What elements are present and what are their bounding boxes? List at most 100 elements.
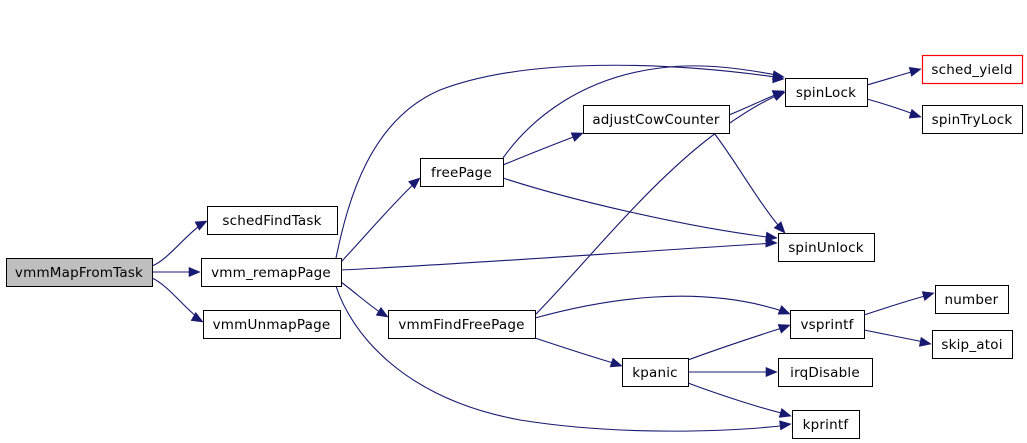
node-box[interactable] bbox=[935, 285, 1009, 314]
arrow-head-icon bbox=[921, 291, 935, 301]
node-box[interactable] bbox=[792, 410, 860, 439]
node-box[interactable] bbox=[203, 310, 341, 339]
arrow-head-icon bbox=[908, 67, 922, 77]
edge-line bbox=[340, 179, 419, 263]
node-label: irqDisable bbox=[790, 365, 860, 381]
arrow-head-icon bbox=[779, 420, 792, 431]
node-box[interactable] bbox=[932, 330, 1013, 359]
edge-vmm_remapPage-to-spinUnlock bbox=[340, 237, 778, 271]
edge-line bbox=[534, 92, 784, 316]
edge-spinLock-to-sched_yield bbox=[866, 67, 922, 86]
node-number[interactable]: number bbox=[935, 285, 1009, 314]
node-box[interactable] bbox=[790, 310, 865, 339]
node-label: vmmUnmapPage bbox=[213, 317, 331, 333]
node-label: vsprintf bbox=[800, 317, 854, 333]
node-freePage[interactable]: freePage bbox=[420, 158, 504, 187]
node-sched_yield[interactable]: sched_yield bbox=[921, 54, 1024, 85]
node-label: freePage bbox=[431, 165, 492, 181]
edge-vmmMapFromTask-to-vmm_remapPage bbox=[152, 266, 201, 278]
node-spinUnlock[interactable]: spinUnlock bbox=[778, 233, 875, 262]
edge-line bbox=[863, 293, 933, 316]
node-vmmMapFromTask[interactable]: vmmMapFromTask bbox=[6, 258, 153, 287]
arrow-head-icon bbox=[570, 132, 584, 142]
node-kprintf[interactable]: kprintf bbox=[792, 410, 860, 439]
node-box[interactable] bbox=[388, 310, 536, 339]
node-label: kpanic bbox=[632, 365, 678, 381]
node-label: sched_yield bbox=[931, 62, 1012, 78]
edge-adjustCowCounter-to-spinUnlock bbox=[713, 132, 786, 234]
node-vsprintf[interactable]: vsprintf bbox=[790, 310, 865, 339]
edge-line bbox=[151, 221, 206, 267]
arrow-head-icon bbox=[188, 266, 201, 278]
edge-line bbox=[687, 382, 790, 416]
arrow-head-icon bbox=[190, 311, 204, 323]
edge-vmmMapFromTask-to-schedFindTask bbox=[151, 220, 208, 267]
node-box[interactable] bbox=[778, 233, 875, 262]
edge-layer bbox=[151, 64, 935, 432]
node-box[interactable] bbox=[922, 105, 1023, 134]
arrow-head-icon bbox=[375, 306, 389, 318]
edge-freePage-to-spinLock bbox=[502, 65, 785, 159]
edge-vmmFindFreePage-to-spinLock bbox=[534, 91, 786, 316]
node-label: kprintf bbox=[803, 417, 850, 433]
arrow-head-icon bbox=[194, 220, 208, 231]
arrow-head-icon bbox=[772, 91, 786, 101]
edge-line bbox=[534, 337, 621, 366]
node-vmmFindFreePage[interactable]: vmmFindFreePage bbox=[388, 310, 536, 339]
edge-spinLock-to-spinTryLock bbox=[866, 98, 922, 119]
arrow-head-icon bbox=[918, 336, 932, 347]
node-box[interactable] bbox=[583, 105, 730, 134]
edge-freePage-to-adjustCowCounter bbox=[502, 132, 584, 166]
edge-line bbox=[502, 133, 582, 166]
arrow-head-icon bbox=[609, 357, 623, 368]
node-label: schedFindTask bbox=[222, 213, 321, 229]
node-kpanic[interactable]: kpanic bbox=[622, 358, 689, 387]
edge-vmm_remapPage-to-freePage bbox=[340, 177, 421, 263]
node-label: spinUnlock bbox=[788, 240, 864, 256]
node-vmmUnmapPage[interactable]: vmmUnmapPage bbox=[203, 310, 341, 339]
node-label: vmmFindFreePage bbox=[398, 317, 524, 333]
node-layer: vmmMapFromTask schedFindTask vmm_remapPage… bbox=[6, 54, 1024, 439]
edge-vmm_remapPage-to-kprintf bbox=[335, 285, 792, 432]
arrow-head-icon bbox=[765, 366, 778, 378]
node-label: vmm_remapPage bbox=[211, 265, 331, 281]
node-box[interactable] bbox=[778, 358, 873, 387]
node-vmm_remapPage[interactable]: vmm_remapPage bbox=[201, 258, 342, 287]
arrow-head-icon bbox=[408, 177, 421, 190]
node-box[interactable] bbox=[921, 54, 1024, 85]
edge-vmmMapFromTask-to-vmmUnmapPage bbox=[151, 277, 204, 323]
node-skip_atoi[interactable]: skip_atoi bbox=[932, 330, 1013, 359]
node-box[interactable] bbox=[420, 158, 504, 187]
arrow-head-icon bbox=[765, 231, 778, 242]
arrow-head-icon bbox=[908, 108, 922, 119]
edge-vmmFindFreePage-to-kpanic bbox=[534, 337, 623, 368]
node-box[interactable] bbox=[622, 358, 689, 387]
node-label: spinTryLock bbox=[932, 112, 1013, 128]
node-box[interactable] bbox=[6, 258, 153, 287]
node-box[interactable] bbox=[201, 258, 342, 287]
edge-line bbox=[502, 177, 776, 239]
edge-kpanic-to-vsprintf bbox=[687, 324, 791, 361]
edge-line bbox=[335, 285, 790, 432]
edge-vsprintf-to-number bbox=[863, 291, 935, 316]
arrow-head-icon bbox=[778, 408, 792, 418]
node-irqDisable[interactable]: irqDisable bbox=[778, 358, 873, 387]
node-spinLock[interactable]: spinLock bbox=[785, 78, 868, 107]
edge-line bbox=[863, 329, 930, 344]
edge-line bbox=[151, 277, 202, 321]
node-label: spinLock bbox=[796, 85, 856, 101]
node-spinTryLock[interactable]: spinTryLock bbox=[922, 105, 1023, 134]
edge-line bbox=[534, 295, 789, 319]
node-adjustCowCounter[interactable]: adjustCowCounter bbox=[583, 105, 730, 134]
node-label: skip_atoi bbox=[941, 337, 1002, 353]
node-schedFindTask[interactable]: schedFindTask bbox=[207, 206, 338, 235]
edge-line bbox=[340, 242, 776, 271]
arrow-head-icon bbox=[772, 70, 785, 81]
edge-vsprintf-to-skip_atoi bbox=[863, 329, 932, 347]
node-box[interactable] bbox=[207, 206, 338, 235]
node-box[interactable] bbox=[785, 78, 868, 107]
edge-vmmFindFreePage-to-vsprintf bbox=[534, 295, 791, 319]
edge-kpanic-to-irqDisable bbox=[688, 366, 778, 378]
